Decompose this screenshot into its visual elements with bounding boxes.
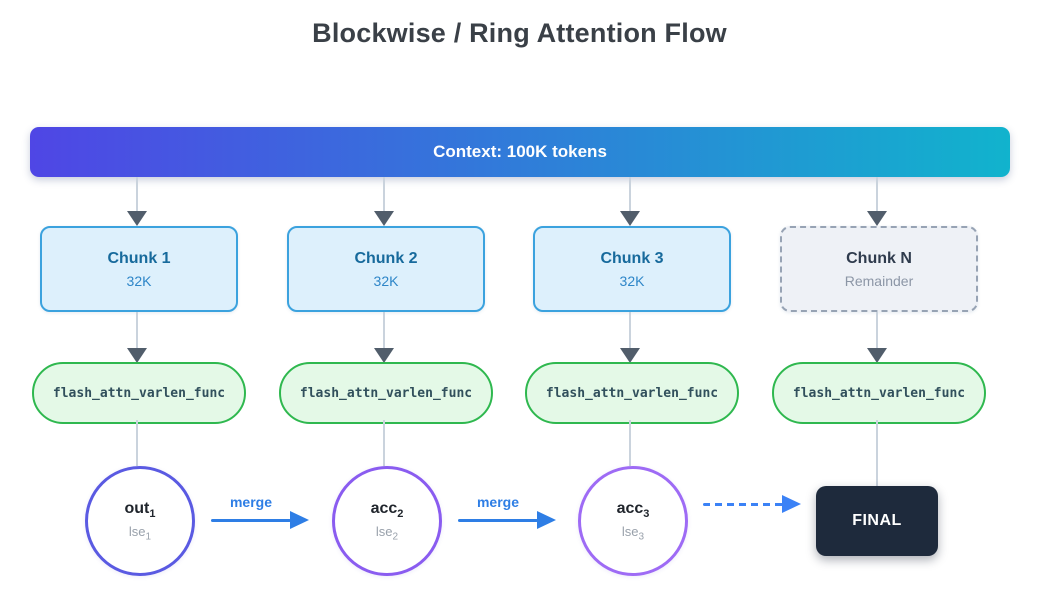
chunk-subtitle: 32K bbox=[619, 272, 645, 289]
result-label: out1 bbox=[124, 499, 156, 520]
chunk-node-2: Chunk 2 32K bbox=[287, 226, 485, 312]
chunk-title: Chunk 2 bbox=[354, 249, 418, 267]
func-pill-1: flash_attn_varlen_func bbox=[32, 362, 246, 424]
chunk-subtitle: 32K bbox=[373, 272, 399, 289]
connector-line bbox=[383, 420, 385, 466]
final-label: FINAL bbox=[852, 512, 902, 529]
chunk-title: Chunk 3 bbox=[600, 249, 664, 267]
chunk-node-n: Chunk N Remainder bbox=[780, 226, 978, 312]
arrow-down-icon bbox=[867, 211, 887, 226]
result-sublabel: lse1 bbox=[128, 523, 152, 543]
connector-line bbox=[629, 312, 631, 348]
chunk-title: Chunk 1 bbox=[107, 249, 171, 267]
func-pill-2: flash_attn_varlen_func bbox=[279, 362, 493, 424]
merge-arrow-line bbox=[211, 511, 309, 529]
connector-line bbox=[876, 312, 878, 348]
func-pill-label: flash_attn_varlen_func bbox=[545, 385, 719, 401]
diagram-title: Blockwise / Ring Attention Flow bbox=[312, 18, 727, 48]
connector-line bbox=[136, 420, 138, 466]
dashed-arrow-to-final bbox=[703, 494, 801, 513]
connector-line bbox=[136, 312, 138, 348]
arrow-right-icon bbox=[290, 511, 309, 529]
arrow-down-icon bbox=[620, 348, 640, 363]
merge-arrow-label: merge bbox=[229, 494, 273, 510]
context-banner-label: Context: 100K tokens bbox=[433, 142, 607, 161]
connector-line bbox=[629, 177, 631, 212]
arrow-down-icon bbox=[374, 211, 394, 226]
merge-arrow-1: merge bbox=[211, 494, 309, 529]
merge-arrow-2: merge bbox=[458, 494, 556, 529]
dashed-arrow-line bbox=[703, 495, 801, 513]
context-banner: Context: 100K tokens bbox=[30, 127, 1010, 177]
chunk-title: Chunk N bbox=[846, 249, 912, 267]
connector-line bbox=[136, 177, 138, 212]
connector-line bbox=[383, 312, 385, 348]
merge-arrow-label: merge bbox=[476, 494, 520, 510]
result-sublabel: lse3 bbox=[621, 523, 645, 543]
arrow-down-icon bbox=[374, 348, 394, 363]
arrow-right-icon bbox=[782, 495, 801, 513]
result-circle-1: out1 lse1 bbox=[85, 466, 195, 576]
result-circle-3: acc3 lse3 bbox=[578, 466, 688, 576]
func-pill-label: flash_attn_varlen_func bbox=[52, 385, 226, 401]
func-pill-label: flash_attn_varlen_func bbox=[792, 385, 966, 401]
connector-line bbox=[876, 177, 878, 212]
arrow-down-icon bbox=[867, 348, 887, 363]
merge-arrow-line bbox=[458, 511, 556, 529]
func-pill-3: flash_attn_varlen_func bbox=[525, 362, 739, 424]
chunk-node-1: Chunk 1 32K bbox=[40, 226, 238, 312]
arrow-right-icon bbox=[537, 511, 556, 529]
chunk-node-3: Chunk 3 32K bbox=[533, 226, 731, 312]
func-pill-n: flash_attn_varlen_func bbox=[772, 362, 986, 424]
final-node: FINAL bbox=[816, 486, 938, 556]
connector-line bbox=[876, 420, 878, 486]
func-pill-label: flash_attn_varlen_func bbox=[299, 385, 473, 401]
chunk-subtitle: Remainder bbox=[844, 272, 914, 289]
connector-line bbox=[383, 177, 385, 212]
arrow-down-icon bbox=[127, 211, 147, 226]
arrow-down-icon bbox=[127, 348, 147, 363]
result-label: acc3 bbox=[616, 499, 650, 520]
chunk-subtitle: 32K bbox=[126, 272, 152, 289]
connector-line bbox=[629, 420, 631, 466]
arrow-down-icon bbox=[620, 211, 640, 226]
result-sublabel: lse2 bbox=[375, 523, 399, 543]
result-circle-2: acc2 lse2 bbox=[332, 466, 442, 576]
result-label: acc2 bbox=[370, 499, 404, 520]
